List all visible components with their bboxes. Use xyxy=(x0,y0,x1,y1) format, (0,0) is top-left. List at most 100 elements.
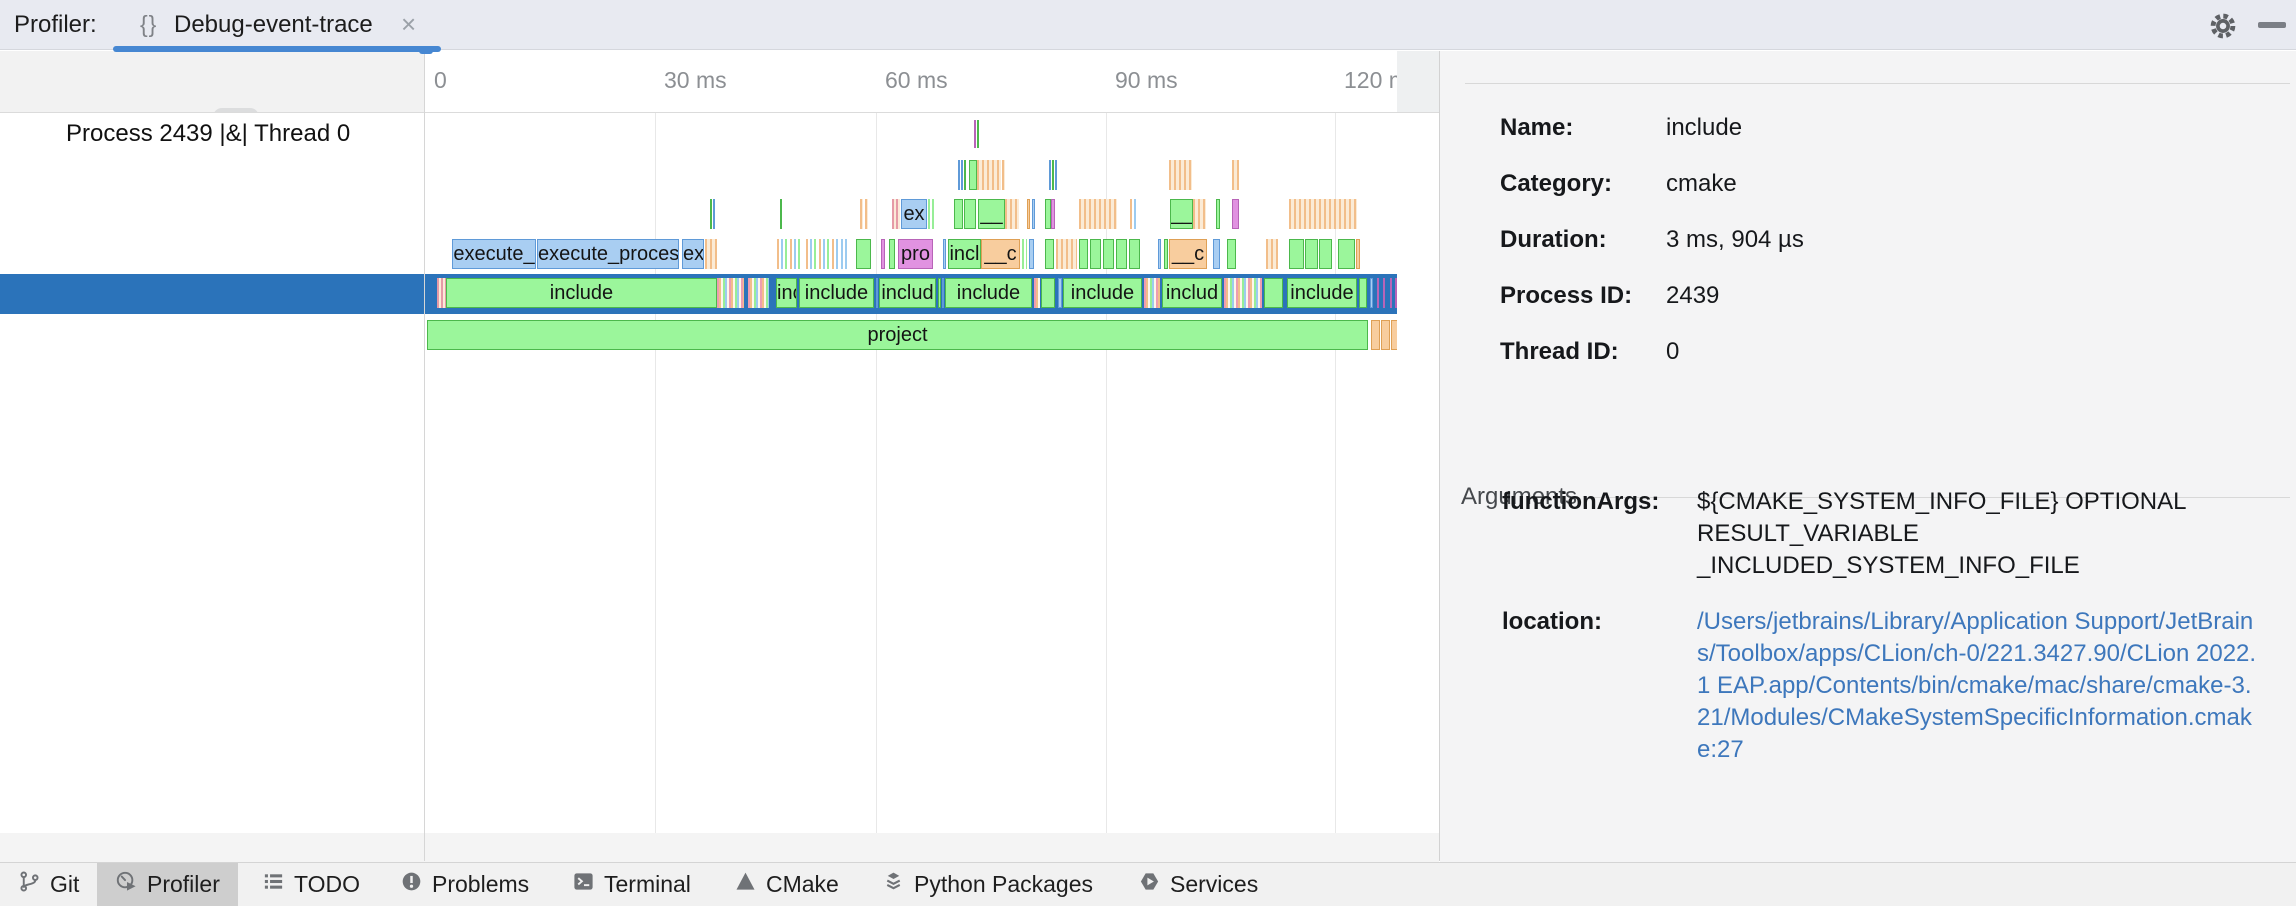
flame-block[interactable] xyxy=(1056,239,1077,269)
flame-block[interactable] xyxy=(1381,320,1390,350)
settings-gear-icon[interactable] xyxy=(2206,9,2240,43)
flame-block[interactable] xyxy=(1051,199,1055,229)
flame-block[interactable] xyxy=(1356,239,1360,269)
flame-block[interactable] xyxy=(1103,239,1114,269)
flame-block[interactable] xyxy=(1224,278,1262,308)
flame-block[interactable] xyxy=(1169,160,1192,190)
flame-block[interactable] xyxy=(961,160,963,190)
flame-block[interactable] xyxy=(856,239,871,269)
flame-block[interactable] xyxy=(1032,199,1035,229)
flame-block[interactable] xyxy=(1055,160,1057,190)
flame-block-execute_proces[interactable]: execute_proces xyxy=(537,239,679,269)
flame-block[interactable] xyxy=(1377,278,1379,308)
minimize-icon[interactable] xyxy=(2258,22,2286,28)
flame-block[interactable] xyxy=(1058,278,1062,308)
flame-block[interactable] xyxy=(1216,199,1220,229)
flame-block[interactable] xyxy=(964,160,966,190)
flame-block[interactable] xyxy=(876,278,878,308)
flame-block[interactable] xyxy=(977,160,1001,190)
flame-block[interactable] xyxy=(938,278,941,308)
flame-block[interactable] xyxy=(705,239,717,269)
flame-block[interactable] xyxy=(881,239,885,269)
flame-block[interactable] xyxy=(1130,199,1138,229)
flame-block[interactable] xyxy=(865,199,868,229)
flame-block-include[interactable]: include xyxy=(945,278,1032,308)
flame-block[interactable] xyxy=(958,160,960,190)
flame-block[interactable] xyxy=(977,120,979,148)
flame-block[interactable] xyxy=(1232,199,1239,229)
flame-block[interactable] xyxy=(942,278,944,308)
flame-block[interactable] xyxy=(710,199,712,229)
flame-block[interactable] xyxy=(1052,160,1054,190)
flame-block[interactable] xyxy=(713,199,715,229)
flame-block[interactable] xyxy=(1045,239,1054,269)
flame-block[interactable] xyxy=(1027,199,1030,229)
flame-block-inc[interactable]: inc xyxy=(776,278,797,308)
flame-block[interactable] xyxy=(1116,239,1127,269)
tool-window-button-problems[interactable]: Problems xyxy=(382,863,547,906)
flame-block[interactable] xyxy=(954,199,963,229)
flame-block[interactable] xyxy=(1129,239,1140,269)
flame-block[interactable] xyxy=(1383,278,1385,308)
flame-block[interactable] xyxy=(1079,239,1088,269)
location-link[interactable]: /Users/jetbrains/Library/Application Sup… xyxy=(1697,608,2257,763)
tab-debug-event-trace[interactable]: {} Debug-event-trace × xyxy=(113,0,441,50)
tool-window-button-python-packages[interactable]: Python Packages xyxy=(864,863,1111,906)
flame-block[interactable] xyxy=(1371,320,1380,350)
flame-block[interactable] xyxy=(777,239,800,269)
panel-splitter[interactable] xyxy=(424,51,425,861)
flame-block-includ[interactable]: includ xyxy=(879,278,936,308)
flame-block-__[interactable]: __ xyxy=(978,199,1005,229)
flame-block-incl[interactable]: incl xyxy=(948,239,981,269)
flame-block[interactable] xyxy=(1164,239,1168,269)
flame-block[interactable] xyxy=(1079,199,1117,229)
flame-block[interactable] xyxy=(748,278,769,308)
flame-block[interactable] xyxy=(1227,239,1236,269)
tool-window-button-cmake[interactable]: CMake xyxy=(716,863,857,906)
flame-block[interactable] xyxy=(889,239,895,269)
flame-block-__c[interactable]: __c xyxy=(981,239,1020,269)
flame-block[interactable] xyxy=(1338,239,1355,269)
tool-window-button-services[interactable]: Services xyxy=(1120,863,1276,906)
flame-block[interactable] xyxy=(1049,160,1051,190)
flame-block[interactable] xyxy=(1029,239,1034,269)
flame-block[interactable] xyxy=(928,199,934,229)
flame-block[interactable] xyxy=(1370,278,1373,308)
flame-block[interactable] xyxy=(1264,278,1283,308)
flame-block[interactable] xyxy=(1395,278,1397,308)
tool-window-button-terminal[interactable]: Terminal xyxy=(554,863,709,906)
flame-block[interactable] xyxy=(717,278,744,308)
flame-block[interactable] xyxy=(1305,239,1318,269)
flame-block[interactable] xyxy=(780,199,782,229)
flame-block[interactable] xyxy=(1266,239,1278,269)
flame-block[interactable] xyxy=(943,239,946,269)
flame-block[interactable] xyxy=(1390,278,1392,308)
flame-block-include[interactable]: include xyxy=(1063,278,1142,308)
flame-block-__[interactable]: __ xyxy=(1170,199,1193,229)
flame-block-includ[interactable]: includ xyxy=(1162,278,1222,308)
flame-block-execute_[interactable]: execute_ xyxy=(452,239,536,269)
flame-block-include[interactable]: include xyxy=(799,278,874,308)
flame-block[interactable] xyxy=(1090,239,1101,269)
flame-block[interactable] xyxy=(1289,239,1304,269)
flame-block[interactable] xyxy=(969,160,977,190)
tool-window-button-git[interactable]: Git xyxy=(0,863,97,906)
flame-block[interactable] xyxy=(1041,278,1055,308)
flame-block-include[interactable]: include xyxy=(1287,278,1357,308)
flame-block[interactable] xyxy=(841,239,847,269)
timeline-scrollbar-thumb[interactable] xyxy=(419,47,433,54)
flame-block[interactable] xyxy=(1034,278,1040,308)
flame-block-include[interactable]: include xyxy=(446,278,717,308)
flame-block[interactable] xyxy=(1319,239,1332,269)
flame-block[interactable] xyxy=(1391,320,1397,350)
flame-block[interactable] xyxy=(1144,278,1160,308)
flame-block[interactable] xyxy=(437,278,446,308)
tool-window-button-todo[interactable]: TODO xyxy=(244,863,378,906)
tool-window-button-profiler[interactable]: Profiler xyxy=(97,863,238,906)
flame-block[interactable] xyxy=(806,239,839,269)
flame-block-ex[interactable]: ex xyxy=(901,199,927,229)
flame-block[interactable] xyxy=(964,199,976,229)
flame-block[interactable] xyxy=(1022,239,1027,269)
